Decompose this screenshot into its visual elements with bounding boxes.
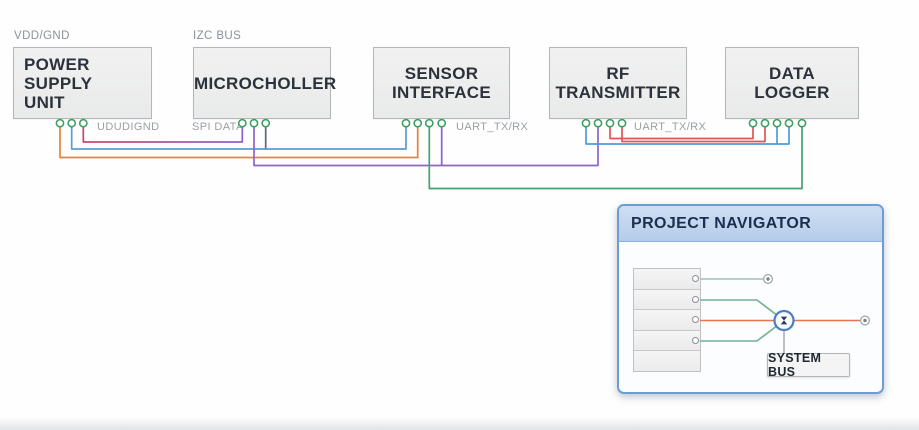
navigator-row-1[interactable] bbox=[634, 269, 700, 290]
pin-icon bbox=[249, 118, 259, 128]
pin-icon bbox=[261, 118, 271, 128]
block-label: POWER bbox=[24, 54, 90, 74]
project-navigator-panel: PROJECT NAVIGATOR bbox=[617, 204, 884, 394]
pin-icon bbox=[581, 118, 591, 128]
mini-wire-row4 bbox=[700, 325, 777, 342]
row-pin-icon bbox=[692, 316, 699, 324]
system-bus-text: SYSTEM BUS bbox=[768, 351, 822, 379]
pin-caption-rf-transmitter: UART_TX/RX bbox=[634, 121, 707, 133]
wire-green-bus bbox=[428, 127, 803, 190]
pin-icon bbox=[748, 118, 758, 128]
bus-hub-icon bbox=[773, 309, 795, 332]
page-bottom-shade bbox=[0, 417, 919, 430]
pin-icon bbox=[437, 118, 447, 128]
net-label-microcontroller: IZC BUS bbox=[193, 30, 242, 42]
navigator-row-4[interactable] bbox=[634, 330, 700, 352]
pin-icon bbox=[760, 118, 770, 128]
project-navigator-body: SYSTEM BUS bbox=[619, 242, 882, 392]
pin-icon bbox=[617, 118, 627, 128]
row-pin-icon bbox=[692, 337, 699, 345]
block-label: SENSOR bbox=[404, 64, 479, 83]
pin-icon bbox=[784, 118, 794, 128]
wire-spi-purple bbox=[253, 127, 599, 167]
pin-icon bbox=[55, 118, 65, 128]
navigator-row-2[interactable] bbox=[634, 289, 700, 311]
block-label: RF bbox=[606, 64, 630, 83]
navigator-row-5[interactable] bbox=[634, 351, 700, 371]
net-label-power-supply-unit: VDD/GND bbox=[14, 30, 70, 42]
pin-caption-power-supply-unit: UDUDIGND bbox=[97, 121, 160, 133]
block-label: TRANSMITTER bbox=[555, 83, 681, 102]
row-pin-icon bbox=[692, 295, 699, 303]
port-icon bbox=[860, 315, 871, 326]
port-icon bbox=[763, 273, 774, 284]
pin-icon bbox=[797, 118, 807, 128]
block-label: MICROCHOLLER bbox=[194, 73, 337, 93]
navigator-module-stack bbox=[633, 268, 701, 372]
pin-icon bbox=[413, 118, 423, 128]
project-navigator-header: PROJECT NAVIGATOR bbox=[619, 206, 882, 242]
pin-icon bbox=[772, 118, 782, 128]
pin-icon bbox=[593, 118, 603, 128]
pin-caption-microcontroller: SPI DATA bbox=[192, 121, 244, 133]
block-label: DATA bbox=[769, 64, 815, 83]
pin-icon bbox=[424, 118, 434, 128]
pin-icon bbox=[605, 118, 615, 128]
block-label: LOGGER bbox=[754, 83, 830, 102]
pin-icon bbox=[78, 118, 88, 128]
project-navigator-title: PROJECT NAVIGATOR bbox=[631, 214, 812, 232]
block-label: SUPPLY bbox=[24, 73, 93, 93]
mini-wire-row2 bbox=[700, 299, 777, 316]
pin-icon bbox=[67, 118, 77, 128]
block-label: UNIT bbox=[24, 92, 65, 112]
block-label: INTERFACE bbox=[391, 83, 492, 102]
pin-caption-sensor-interface: UART_TX/RX bbox=[456, 121, 529, 133]
row-pin-icon bbox=[692, 275, 699, 283]
system-bus-label: SYSTEM BUS bbox=[767, 351, 850, 379]
pin-icon bbox=[401, 118, 411, 128]
block-microcontroller[interactable]: MICROCHOLLER bbox=[193, 47, 337, 119]
navigator-row-3[interactable] bbox=[634, 310, 700, 331]
